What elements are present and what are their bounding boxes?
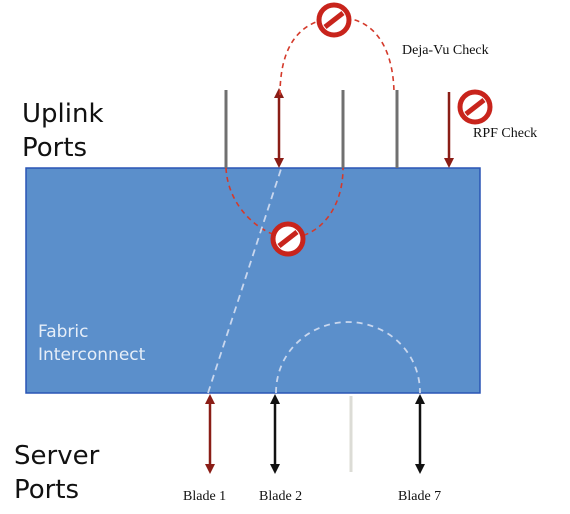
fabric-block-icon (270, 221, 306, 257)
uplink-ports-label: Uplink Ports (22, 97, 104, 165)
blade2-blade7-arc (275, 321, 421, 394)
blade2-label: Blade 2 (259, 489, 303, 504)
fabric-label-line1: Fabric (38, 322, 89, 342)
server-ports-label: Server Ports (14, 439, 99, 507)
uplink-label-line2: Ports (22, 133, 88, 163)
blade1-label: Blade 1 (183, 489, 227, 504)
blade1-diagonal-path (207, 165, 283, 394)
deja-vu-block-icon (316, 2, 352, 38)
blade7-label: Blade 7 (398, 489, 442, 504)
rpf-block-icon (457, 89, 493, 125)
deja-vu-check-label: Deja-Vu Check (402, 43, 489, 58)
server-label-line2: Ports (14, 475, 80, 505)
fabric-interconnect-box (25, 167, 481, 394)
server-label-line1: Server (14, 441, 100, 471)
fabric-label-line2: Interconnect (38, 345, 146, 365)
uplink-label-line1: Uplink (22, 99, 104, 129)
rpf-check-label: RPF Check (473, 126, 538, 141)
fabric-interconnect-label: Fabric Interconnect (38, 321, 145, 367)
